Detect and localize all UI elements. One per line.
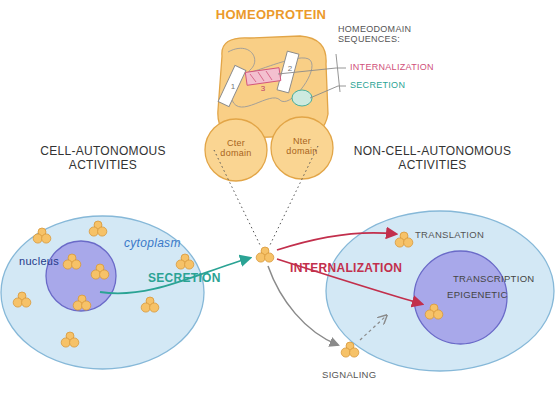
- compartment-label: cytoplasm: [124, 237, 204, 251]
- protein-chain: [228, 48, 312, 107]
- domain-label: Cter domain: [216, 138, 256, 159]
- protein-icon: [91, 264, 109, 279]
- internalization-arrow: [277, 233, 396, 250]
- callout-label: INTERNALIZATION: [350, 62, 450, 72]
- protein-icon: [89, 221, 107, 236]
- signaling-dotted-arrow: [360, 316, 386, 340]
- cell-heading: CELL-AUTONOMOUS ACTIVITIES: [28, 145, 178, 173]
- callout-label: SECRETION: [350, 80, 430, 90]
- nucleus-shape: TRANSCRIPTIONEPIGENETIC: [413, 250, 508, 345]
- cell-shape: [1, 216, 204, 369]
- nucleus-shape: [46, 241, 116, 311]
- protein-icon: [425, 304, 443, 319]
- helix-one: [218, 65, 246, 106]
- arrow-label: SIGNALING: [322, 370, 402, 381]
- arrow-label: INTERNALIZATION: [290, 262, 440, 276]
- homeodomain-illustration: [218, 48, 312, 107]
- domain-circle: Nter domain: [270, 116, 334, 180]
- protein-icon: [73, 295, 91, 310]
- callout-bracket: [278, 54, 346, 98]
- zoom-line: [214, 146, 318, 247]
- activity-label: EPIGENETIC: [447, 290, 537, 301]
- activity-label: TRANSLATION: [415, 230, 525, 241]
- domain-circle: [271, 117, 333, 179]
- protein-icon: [256, 247, 274, 262]
- homeoprotein-shape: HOMEOPROTEINCter domainNter domain: [212, 34, 330, 140]
- protein-icon: [61, 332, 79, 347]
- helix-number: 1: [228, 82, 238, 91]
- protein-icons: [13, 221, 443, 357]
- signaling-arrow: [268, 266, 338, 345]
- cell-shape: NON-CELL-AUTONOMOUS ACTIVITIESTRANSLATIO…: [325, 210, 555, 372]
- secretion-sequence: [292, 90, 312, 106]
- helix-number: 2: [285, 64, 295, 73]
- domain-circle: [205, 119, 267, 181]
- protein-icon: [141, 297, 159, 312]
- cell-heading: NON-CELL-AUTONOMOUS ACTIVITIES: [345, 145, 520, 173]
- domain-circle: Cter domain: [204, 118, 268, 182]
- protein-icon: [395, 232, 413, 247]
- helix-number: 3: [258, 84, 268, 93]
- activity-label: TRANSCRIPTION: [453, 274, 553, 285]
- protein-icon: [33, 228, 51, 243]
- domain-label: Nter domain: [282, 136, 322, 157]
- helix-two: [277, 51, 299, 93]
- protein-icon: [341, 342, 359, 357]
- compartment-label: nucleus: [19, 255, 79, 268]
- cell-shape: [326, 211, 554, 371]
- nucleus-shape: nucleus: [45, 240, 117, 312]
- nucleus-shape-outline: [45, 240, 117, 312]
- protein-icon: [63, 254, 81, 269]
- protein-icon: [13, 292, 31, 307]
- cell-shape: CELL-AUTONOMOUS ACTIVITIEScytoplasmnucle…: [0, 215, 205, 370]
- protein-icon: [176, 254, 194, 269]
- internalization-hatch: [250, 71, 272, 82]
- secretion-arrow: [100, 258, 250, 293]
- protein-heading: HOMEOPROTEIN: [212, 8, 330, 23]
- helix-three: [245, 68, 280, 86]
- arrow-label: SECRETION: [148, 272, 248, 286]
- callout-heading: HOMEODOMAIN SEQUENCES:: [338, 24, 423, 45]
